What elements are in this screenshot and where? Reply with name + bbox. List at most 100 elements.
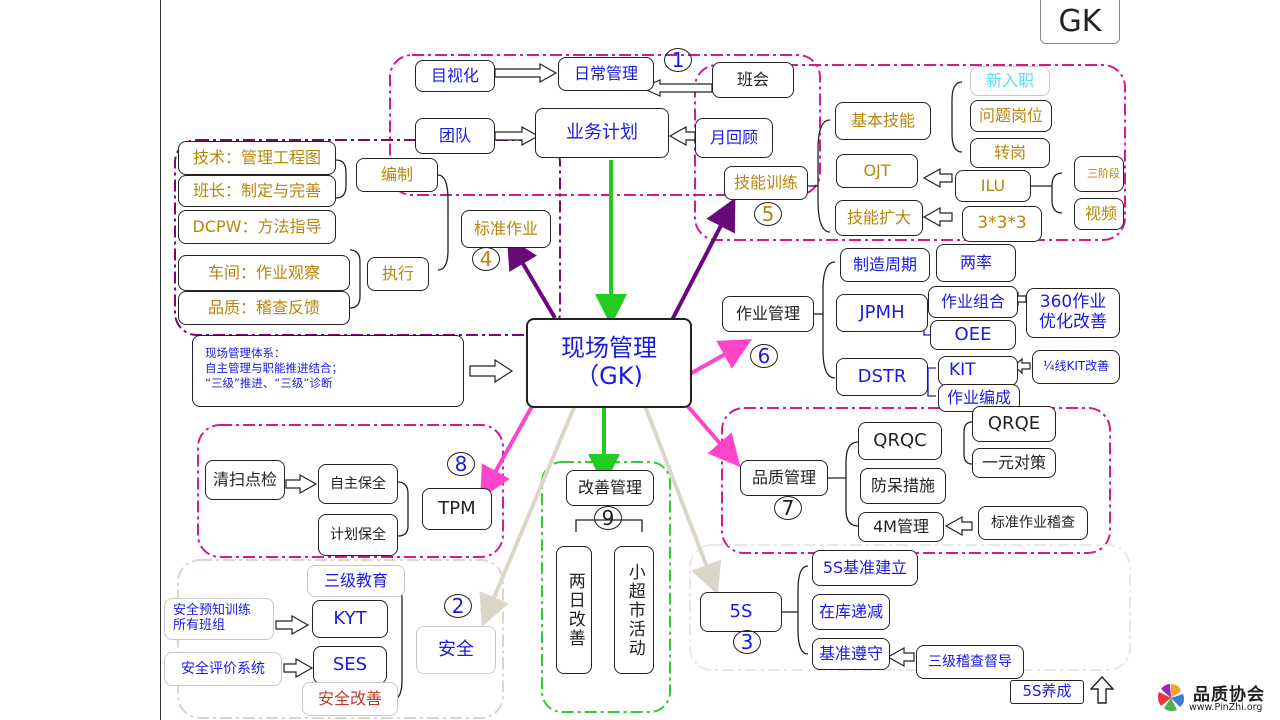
center-line1: 现场管理	[561, 334, 657, 363]
node-5s: 5S	[700, 592, 782, 632]
node-workshop: 车间：作业观察	[178, 255, 350, 291]
hollow-arrow-linekit	[1013, 357, 1031, 375]
kyt-desc-line1: 安全预知训练	[173, 603, 252, 619]
bracket-execute	[349, 249, 361, 309]
number-badge-2: 2	[444, 594, 472, 618]
node-safety-improve: 安全改善	[302, 682, 398, 716]
node-dcpw: DCPW：方法指导	[178, 210, 336, 244]
node-line-kit: ¼线KIT改善	[1032, 350, 1120, 384]
bracket-standard-compile	[335, 159, 347, 199]
hollow-arrow-333-expand	[922, 206, 953, 228]
node-monthly-review: 月回顾	[695, 118, 773, 158]
node-three-level-education: 三级教育	[307, 565, 405, 597]
node-cycle-time: 制造周期	[840, 248, 930, 282]
bracket-dstr	[927, 367, 936, 397]
node-execute: 执行	[367, 257, 429, 291]
logo: 品质协会 www.PinZhi.org	[1155, 680, 1275, 718]
hollow-arrow-kyt	[275, 614, 310, 636]
node-kyt-desc: 安全预知训练 所有班组	[164, 598, 274, 640]
number-badge-7: 7	[774, 496, 802, 520]
node-ojt: OJT	[836, 154, 918, 188]
node-daily-management: 日常管理	[558, 57, 654, 91]
node-shift-meeting: 班会	[712, 62, 794, 98]
group-frame-skills	[694, 64, 1126, 241]
group-frame-improve	[541, 461, 671, 713]
node-quality-check: 品质：稽查反馈	[178, 291, 350, 325]
hollow-arrow-ilu-ojt	[922, 167, 953, 189]
node-team: 团队	[415, 118, 495, 154]
bracket-compile-standard	[437, 174, 449, 271]
node-operation-management: 作业管理	[722, 296, 814, 332]
arrow-to-safety	[479, 397, 580, 627]
arrow-to-operation	[687, 339, 752, 377]
node-inventory-reduce: 在库递减	[812, 594, 890, 630]
node-opt360: 360作业 优化改善	[1026, 288, 1120, 338]
node-two-day-improve: 两日改善	[556, 546, 592, 674]
node-quality-management: 品质管理	[740, 460, 828, 496]
info-line3: “三级”推进、“三级”诊断	[205, 376, 333, 390]
bracket-ilu	[1051, 172, 1063, 214]
node-oee: OEE	[930, 320, 1016, 350]
node-work-combination: 作业组合	[928, 286, 1018, 318]
center-node-gk: 现场管理 （GK)	[526, 318, 692, 408]
arrow-to-skills	[670, 197, 736, 321]
node-tpm: TPM	[422, 488, 492, 530]
node-qrqc: QRQC	[858, 422, 942, 460]
hollow-arrow-audit-4m	[944, 515, 973, 537]
hollow-arrow-info-center	[469, 358, 514, 384]
hollow-arrow-review-plan	[668, 125, 696, 147]
logo-url: www.PinZhi.org	[1189, 702, 1263, 713]
bracket-5s	[797, 565, 809, 655]
system-description: 现场管理体系： 自主管理与职能推进结合； “三级”推进、“三级”诊断	[192, 335, 464, 407]
logo-mark-icon	[1157, 684, 1184, 712]
group-frame-plan	[389, 54, 821, 196]
node-ilu: ILU	[955, 170, 1031, 202]
center-line2: （GK)	[575, 362, 643, 390]
info-line2: 自主管理与职能推进结合；	[205, 361, 343, 375]
node-leader: 班长：制定与完善	[178, 175, 336, 207]
number-badge-4: 4	[472, 247, 500, 271]
hollow-arrow-3audit-comply	[886, 646, 915, 668]
node-visual: 目视化	[415, 60, 495, 92]
node-5s-standard: 5S基准建立	[812, 550, 918, 586]
bracket-operation-main	[822, 261, 836, 379]
node-standard-work: 标准作业	[461, 210, 551, 248]
bracket-basic-skills	[951, 81, 963, 153]
node-kit: KIT	[938, 356, 1018, 386]
node-video: 视频	[1074, 198, 1124, 230]
node-skill-expand: 技能扩大	[835, 200, 923, 236]
bracket-tpm	[397, 481, 409, 537]
node-one-yuan: 一元对策	[972, 448, 1056, 478]
node-planned-maint: 计划保全	[318, 514, 398, 556]
node-business-plan: 业务计划	[535, 108, 669, 158]
node-autonomous-maint: 自主保全	[318, 464, 398, 504]
left-border-line	[160, 0, 161, 720]
node-4m: 4M管理	[858, 512, 944, 542]
arrow-to-5s	[640, 397, 722, 595]
node-ses-desc: 安全评价系统	[164, 652, 282, 686]
hollow-arrow-team-plan	[494, 125, 540, 147]
hollow-arrow-clean-self	[285, 473, 318, 495]
node-transfer: 转岗	[970, 138, 1050, 168]
page-title: GK	[1040, 0, 1120, 44]
number-badge-6: 6	[750, 344, 778, 368]
number-badge-8: 8	[447, 452, 475, 476]
bracket-qrqc	[963, 421, 973, 465]
node-standard-comply: 基准遵守	[812, 638, 890, 670]
node-tech: 技术：管理工程图	[178, 141, 336, 175]
node-small-market: 小超市活动	[614, 546, 654, 674]
number-badge-1: 1	[664, 48, 692, 72]
node-three-stage: 三阶段	[1074, 156, 1124, 192]
node-kyt: KYT	[312, 600, 388, 638]
node-basic-skills: 基本技能	[835, 102, 931, 140]
node-safety: 安全	[416, 626, 496, 674]
logo-text: 品质协会	[1193, 685, 1265, 705]
hollow-arrow-shift-daily	[640, 79, 713, 97]
opt360-line1: 360作业	[1039, 292, 1107, 313]
node-qrqe: QRQE	[972, 406, 1056, 442]
number-badge-9: 9	[594, 506, 622, 530]
node-333: 3*3*3	[962, 206, 1042, 242]
info-line1: 现场管理体系：	[205, 346, 286, 360]
